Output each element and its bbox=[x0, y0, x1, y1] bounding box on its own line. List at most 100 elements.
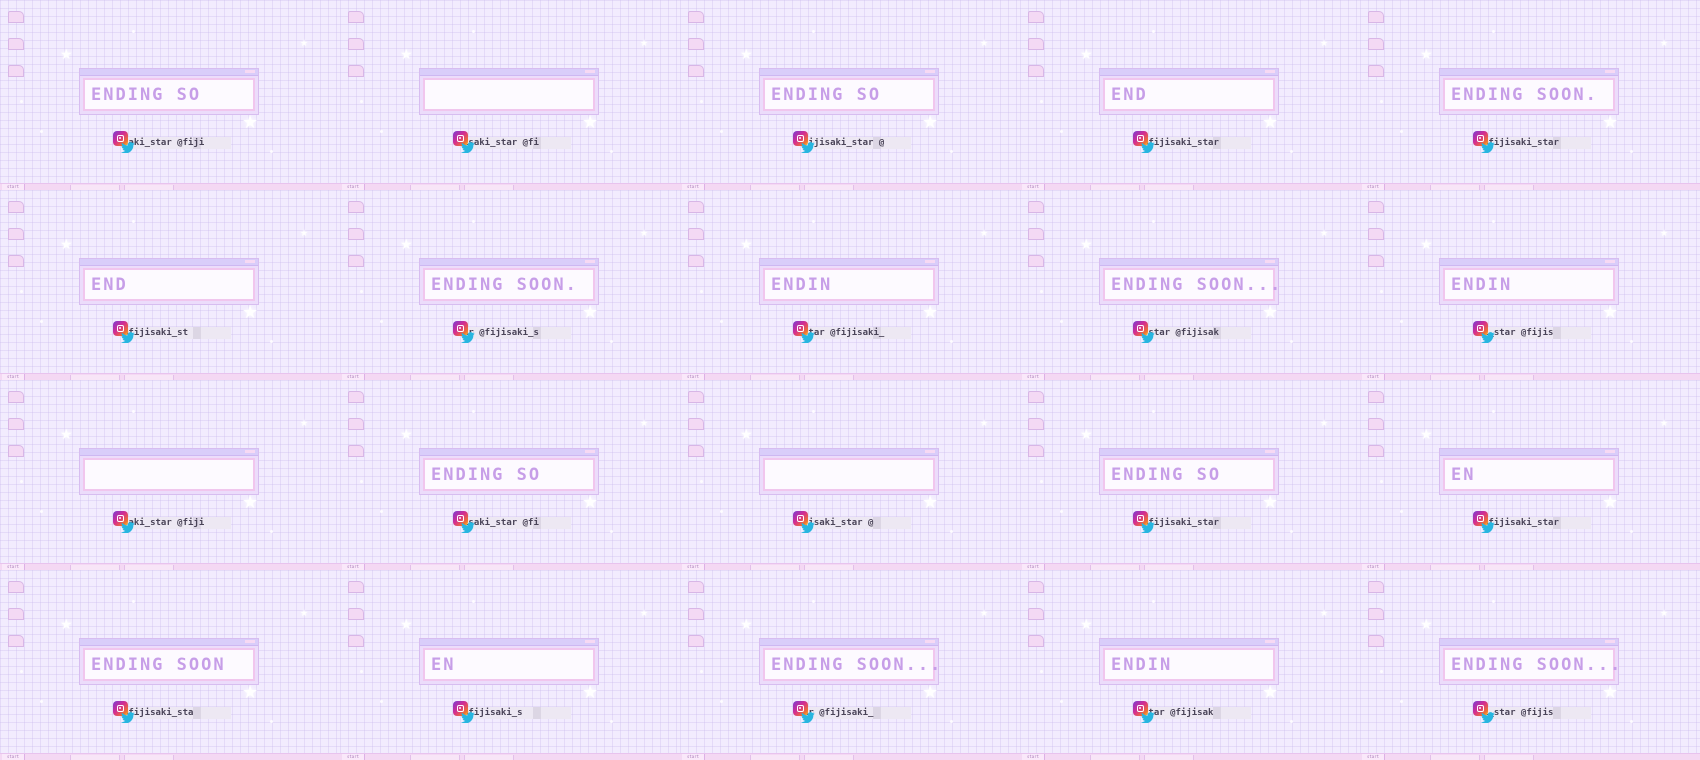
window-controls[interactable] bbox=[245, 70, 255, 73]
desktop-folder-icon[interactable] bbox=[8, 635, 24, 647]
window-controls[interactable] bbox=[585, 640, 595, 643]
desktop-folder-icon[interactable] bbox=[688, 255, 704, 267]
desktop-folder-icon[interactable] bbox=[8, 38, 24, 50]
taskbar-slot[interactable] bbox=[1430, 375, 1480, 380]
window-titlebar[interactable] bbox=[1440, 259, 1618, 266]
desktop-folder-icon[interactable] bbox=[1368, 418, 1384, 430]
start-button[interactable]: start bbox=[682, 754, 705, 760]
window-controls[interactable] bbox=[925, 260, 935, 263]
taskbar-slot[interactable] bbox=[1090, 755, 1140, 760]
message-window[interactable]: ENDING SOON. bbox=[419, 258, 599, 305]
window-titlebar[interactable] bbox=[80, 639, 258, 646]
window-controls[interactable] bbox=[245, 640, 255, 643]
taskbar-slot[interactable] bbox=[1430, 185, 1480, 190]
desktop-folder-icon[interactable] bbox=[348, 581, 364, 593]
desktop-folder-icon[interactable] bbox=[1368, 635, 1384, 647]
desktop-folder-icon[interactable] bbox=[8, 65, 24, 77]
start-button[interactable]: start bbox=[1362, 754, 1385, 760]
desktop-folder-icon[interactable] bbox=[1028, 608, 1044, 620]
desktop-folder-icon[interactable] bbox=[8, 201, 24, 213]
desktop-folder-icon[interactable] bbox=[688, 418, 704, 430]
taskbar-slot[interactable] bbox=[750, 375, 800, 380]
window-controls[interactable] bbox=[585, 70, 595, 73]
message-window[interactable]: ENDIN bbox=[1099, 638, 1279, 685]
message-window[interactable]: ENDING SOON... bbox=[1439, 638, 1620, 685]
desktop-folder-icon[interactable] bbox=[688, 38, 704, 50]
desktop-folder-icon[interactable] bbox=[1028, 635, 1044, 647]
window-controls[interactable] bbox=[1605, 260, 1615, 263]
taskbar-slot[interactable] bbox=[70, 565, 120, 570]
taskbar-slot[interactable] bbox=[1090, 565, 1140, 570]
message-window[interactable]: ENDING SO bbox=[419, 448, 599, 495]
taskbar-slot[interactable] bbox=[750, 185, 800, 190]
window-controls[interactable] bbox=[1605, 640, 1615, 643]
start-button[interactable]: start bbox=[682, 564, 705, 570]
desktop-folder-icon[interactable] bbox=[8, 608, 24, 620]
start-button[interactable]: start bbox=[1022, 374, 1045, 380]
desktop-folder-icon[interactable] bbox=[1028, 38, 1044, 50]
desktop-folder-icon[interactable] bbox=[1028, 581, 1044, 593]
taskbar-slot[interactable] bbox=[464, 565, 514, 570]
window-controls[interactable] bbox=[585, 260, 595, 263]
taskbar-slot[interactable] bbox=[70, 375, 120, 380]
message-window[interactable]: END bbox=[79, 258, 259, 305]
desktop-folder-icon[interactable] bbox=[688, 65, 704, 77]
start-button[interactable]: start bbox=[342, 754, 365, 760]
start-button[interactable]: start bbox=[2, 374, 25, 380]
window-controls[interactable] bbox=[1265, 450, 1275, 453]
window-controls[interactable] bbox=[925, 450, 935, 453]
desktop-folder-icon[interactable] bbox=[1028, 11, 1044, 23]
taskbar-slot[interactable] bbox=[70, 755, 120, 760]
window-titlebar[interactable] bbox=[1100, 69, 1278, 76]
desktop-folder-icon[interactable] bbox=[348, 38, 364, 50]
taskbar-slot[interactable] bbox=[1484, 185, 1534, 190]
message-window[interactable]: ENDIN bbox=[1439, 258, 1619, 305]
taskbar-slot[interactable] bbox=[410, 755, 460, 760]
window-titlebar[interactable] bbox=[1100, 259, 1278, 266]
window-titlebar[interactable] bbox=[1100, 449, 1278, 456]
desktop-folder-icon[interactable] bbox=[1368, 228, 1384, 240]
desktop-folder-icon[interactable] bbox=[1368, 445, 1384, 457]
desktop-folder-icon[interactable] bbox=[1028, 255, 1044, 267]
window-controls[interactable] bbox=[245, 450, 255, 453]
start-button[interactable]: start bbox=[1022, 184, 1045, 190]
desktop-folder-icon[interactable] bbox=[688, 228, 704, 240]
taskbar-slot[interactable] bbox=[804, 185, 854, 190]
message-window[interactable]: ENDING SOON... bbox=[759, 638, 940, 685]
message-window[interactable]: ENDING SOON... bbox=[1099, 258, 1280, 305]
desktop-folder-icon[interactable] bbox=[1028, 445, 1044, 457]
desktop-folder-icon[interactable] bbox=[1368, 65, 1384, 77]
desktop-folder-icon[interactable] bbox=[8, 255, 24, 267]
desktop-folder-icon[interactable] bbox=[1028, 201, 1044, 213]
desktop-folder-icon[interactable] bbox=[8, 418, 24, 430]
start-button[interactable]: start bbox=[682, 184, 705, 190]
message-window[interactable] bbox=[759, 448, 939, 495]
start-button[interactable]: start bbox=[1362, 564, 1385, 570]
desktop-folder-icon[interactable] bbox=[1368, 38, 1384, 50]
taskbar-slot[interactable] bbox=[1090, 375, 1140, 380]
taskbar-slot[interactable] bbox=[1484, 755, 1534, 760]
taskbar-slot[interactable] bbox=[410, 375, 460, 380]
taskbar-slot[interactable] bbox=[124, 565, 174, 570]
window-titlebar[interactable] bbox=[1100, 639, 1278, 646]
start-button[interactable]: start bbox=[2, 184, 25, 190]
taskbar-slot[interactable] bbox=[410, 185, 460, 190]
taskbar-slot[interactable] bbox=[464, 375, 514, 380]
start-button[interactable]: start bbox=[342, 564, 365, 570]
window-controls[interactable] bbox=[1605, 70, 1615, 73]
window-controls[interactable] bbox=[925, 640, 935, 643]
taskbar-slot[interactable] bbox=[124, 375, 174, 380]
desktop-folder-icon[interactable] bbox=[1028, 65, 1044, 77]
desktop-folder-icon[interactable] bbox=[348, 418, 364, 430]
message-window[interactable]: ENDING SOON. bbox=[1439, 68, 1619, 115]
window-titlebar[interactable] bbox=[1440, 639, 1618, 646]
desktop-folder-icon[interactable] bbox=[1028, 391, 1044, 403]
desktop-folder-icon[interactable] bbox=[688, 11, 704, 23]
window-titlebar[interactable] bbox=[760, 639, 938, 646]
start-button[interactable]: start bbox=[1362, 184, 1385, 190]
window-titlebar[interactable] bbox=[80, 259, 258, 266]
window-controls[interactable] bbox=[245, 260, 255, 263]
taskbar-slot[interactable] bbox=[124, 185, 174, 190]
taskbar-slot[interactable] bbox=[1144, 565, 1194, 570]
message-window[interactable]: END bbox=[1099, 68, 1279, 115]
